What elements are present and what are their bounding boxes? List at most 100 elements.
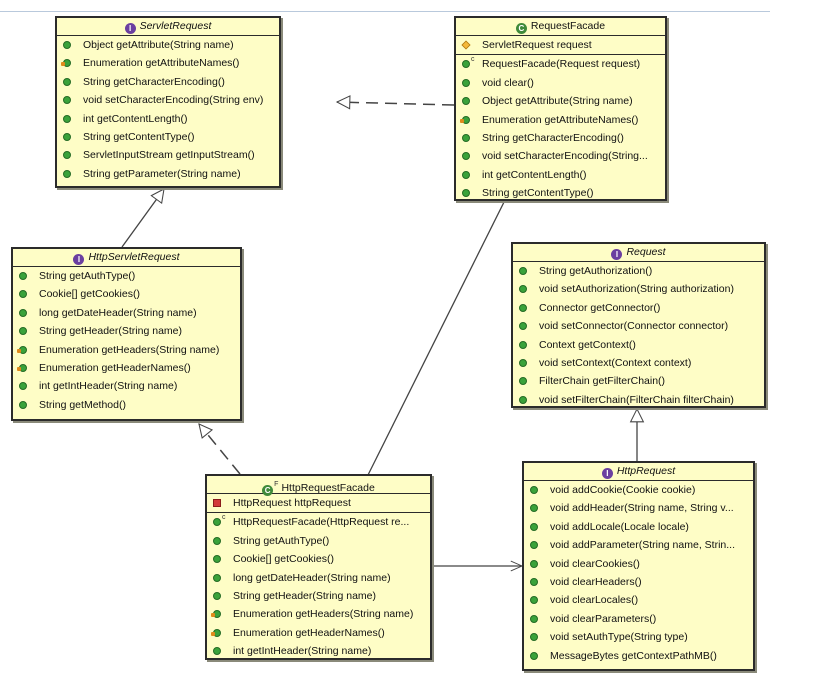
method-row-string-getcharacterencoding[interactable]: String getCharacterEncoding()	[57, 73, 279, 91]
method-row-void-setconnector-connector-connector[interactable]: void setConnector(Connector connector)	[513, 317, 764, 335]
method-row-long-getdateheader-string-name[interactable]: long getDateHeader(String name)	[207, 569, 430, 587]
method-row-filterchain-getfilterchain[interactable]: FilterChain getFilterChain()	[513, 372, 764, 390]
class-title: Request	[626, 246, 666, 258]
method-row-string-getcharacterencoding[interactable]: String getCharacterEncoding()	[456, 129, 665, 147]
class-icon: C	[515, 23, 527, 34]
interface-icon: I	[601, 468, 613, 479]
abstract-method-icon	[211, 610, 221, 619]
method-row-void-setcharacterencoding-string[interactable]: void setCharacterEncoding(String...	[456, 147, 665, 165]
method-row-void-addlocale-locale-locale[interactable]: void addLocale(Locale locale)	[524, 518, 753, 536]
method-row-void-addparameter-string-name-strin[interactable]: void addParameter(String name, Strin...	[524, 536, 753, 554]
field-row-servletrequest-request[interactable]: ServletRequest request	[456, 36, 665, 54]
method-row-void-clearparameters[interactable]: void clearParameters()	[524, 610, 753, 628]
public-method-icon	[63, 96, 71, 105]
method-row-object-getattribute-string-name[interactable]: Object getAttribute(String name)	[57, 36, 279, 54]
method-row-int-getintheader-string-name[interactable]: int getIntHeader(String name)	[207, 642, 430, 658]
method-row-enumeration-getattributenames[interactable]: Enumeration getAttributeNames()	[456, 111, 665, 129]
constructor-marker-icon: c	[471, 56, 475, 64]
method-row-enumeration-getheadernames[interactable]: Enumeration getHeaderNames()	[13, 359, 240, 377]
method-signature: int getContentLength()	[83, 112, 188, 125]
method-signature: void clearHeaders()	[550, 575, 642, 588]
method-row-context-getcontext[interactable]: Context getContext()	[513, 336, 764, 354]
method-row-object-getattribute-string-name[interactable]: Object getAttribute(String name)	[456, 92, 665, 110]
interface-icon: I	[124, 23, 136, 34]
method-row-string-getauthorization[interactable]: String getAuthorization()	[513, 262, 764, 280]
method-row-string-getmethod[interactable]: String getMethod()	[13, 396, 240, 414]
public-method-icon	[462, 133, 470, 142]
method-row-messagebytes-getcontextpathmb[interactable]: MessageBytes getContextPathMB()	[524, 647, 753, 665]
method-row-void-setcontext-context-context[interactable]: void setContext(Context context)	[513, 354, 764, 372]
method-row-void-clearlocales[interactable]: void clearLocales()	[524, 591, 753, 609]
class-title: RequestFacade	[530, 20, 606, 32]
public-method-icon	[19, 400, 27, 409]
method-signature: Enumeration getHeaderNames()	[39, 361, 191, 374]
method-signature: ServletInputStream getInputStream()	[83, 149, 255, 162]
public-method-icon	[530, 486, 538, 494]
public-method-icon	[530, 614, 538, 623]
method-row-cookie-getcookies[interactable]: Cookie[] getCookies()	[207, 550, 430, 568]
method-signature: long getDateHeader(String name)	[233, 571, 391, 584]
field-row-httprequest-httprequest[interactable]: HttpRequest httpRequest	[207, 494, 430, 512]
class-title: HttpRequestFacade	[281, 482, 375, 494]
public-method-icon	[530, 651, 538, 660]
method-row-void-setauthtype-string-type[interactable]: void setAuthType(String type)	[524, 628, 753, 646]
method-signature: Enumeration getHeaderNames()	[233, 626, 385, 639]
method-row-enumeration-getattributenames[interactable]: Enumeration getAttributeNames()	[57, 54, 279, 72]
constructor-icon	[213, 518, 221, 527]
method-row-enumeration-getheadernames[interactable]: Enumeration getHeaderNames()	[207, 624, 430, 642]
method-row-void-clearheaders[interactable]: void clearHeaders()	[524, 573, 753, 591]
method-row-string-getcontenttype[interactable]: String getContentType()	[57, 128, 279, 146]
method-row-string-getauthtype[interactable]: String getAuthType()	[207, 532, 430, 550]
public-method-icon	[462, 170, 470, 179]
method-row-int-getcontentlength[interactable]: int getContentLength()	[57, 110, 279, 128]
method-signature: String getHeader(String name)	[233, 589, 376, 602]
constructor-icon	[462, 60, 470, 69]
method-row-void-setcharacterencoding-string-env[interactable]: void setCharacterEncoding(String env)	[57, 91, 279, 109]
abstract-method-icon	[17, 363, 27, 372]
method-row-void-setfilterchain-filterchain-filterch[interactable]: void setFilterChain(FilterChain filterCh…	[513, 391, 764, 406]
method-row-string-getheader-string-name[interactable]: String getHeader(String name)	[13, 322, 240, 340]
method-row-void-setauthorization-string-authorizati[interactable]: void setAuthorization(String authorizati…	[513, 280, 764, 298]
method-row-string-getparameter-string-name[interactable]: String getParameter(String name)	[57, 165, 279, 183]
method-signature: Cookie[] getCookies()	[233, 553, 334, 566]
constructor-marker-icon: c	[222, 514, 226, 522]
public-method-icon	[519, 340, 527, 349]
public-method-icon	[519, 303, 527, 312]
method-row-servletinputstream-getinputstream[interactable]: ServletInputStream getInputStream()	[57, 146, 279, 164]
method-signature: String getCharacterEncoding()	[482, 131, 624, 144]
method-signature: String getMethod()	[39, 398, 126, 411]
method-signature: Object getAttribute(String name)	[482, 95, 633, 108]
method-signature: int getContentLength()	[482, 168, 587, 181]
method-signature: void addParameter(String name, Strin...	[550, 539, 736, 552]
method-row-string-getcontenttype[interactable]: String getContentType()	[456, 184, 665, 199]
method-row-void-addcookie-cookie-cookie[interactable]: void addCookie(Cookie cookie)	[524, 481, 753, 499]
private-field-icon	[213, 499, 221, 507]
method-row-int-getcontentlength[interactable]: int getContentLength()	[456, 166, 665, 184]
public-method-icon	[530, 633, 538, 642]
method-row-cookie-getcookies[interactable]: Cookie[] getCookies()	[13, 285, 240, 303]
method-row-string-getheader-string-name[interactable]: String getHeader(String name)	[207, 587, 430, 605]
method-signature: String getContentType()	[83, 130, 195, 143]
method-row-long-getdateheader-string-name[interactable]: long getDateHeader(String name)	[13, 304, 240, 322]
method-row-void-clear[interactable]: void clear()	[456, 74, 665, 92]
method-row-enumeration-getheaders-string-name[interactable]: Enumeration getHeaders(String name)	[207, 605, 430, 623]
method-row-int-getintheader-string-name[interactable]: int getIntHeader(String name)	[13, 377, 240, 395]
class-icon: C	[262, 485, 274, 496]
method-row-void-addheader-string-name-string-v[interactable]: void addHeader(String name, String v...	[524, 499, 753, 517]
method-row-void-clearcookies[interactable]: void clearCookies()	[524, 555, 753, 573]
method-row-connector-getconnector[interactable]: Connector getConnector()	[513, 299, 764, 317]
method-signature: void addCookie(Cookie cookie)	[550, 484, 696, 496]
method-row-string-getauthtype[interactable]: String getAuthType()	[13, 267, 240, 285]
method-row-enumeration-getheaders-string-name[interactable]: Enumeration getHeaders(String name)	[13, 341, 240, 359]
